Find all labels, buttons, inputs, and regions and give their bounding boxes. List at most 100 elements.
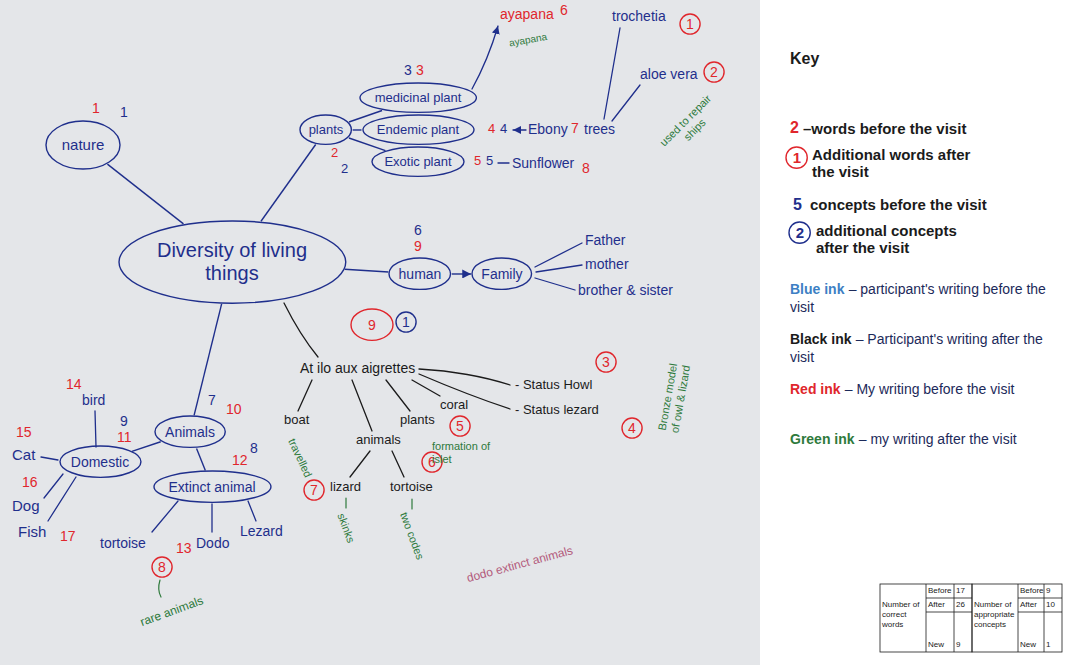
node-text-block: 4	[628, 420, 636, 436]
node-label: Domestic	[71, 454, 129, 470]
callout-number: 2	[331, 146, 338, 161]
node-label: Diversity of living things	[145, 239, 320, 285]
branch-line	[248, 501, 256, 521]
outline-ellipse	[60, 446, 141, 477]
callout-number: 10	[226, 401, 242, 417]
green-ink-lines	[159, 498, 412, 597]
outline-ellipse	[789, 222, 810, 243]
node-label: 1	[793, 149, 801, 166]
concept-ellipse: Domestic	[59, 445, 142, 478]
handwritten-note: skinks	[335, 511, 357, 544]
handwritten-note: tortoise	[390, 480, 433, 495]
key-circled-number: 1	[785, 146, 808, 169]
outline-ellipse	[300, 115, 351, 144]
callout-number: 8	[582, 160, 590, 176]
node-text-block: Extinct animal	[168, 479, 255, 495]
handwritten-note: travelled	[285, 436, 314, 479]
handwritten-note: Dodo	[196, 535, 229, 551]
key-heading: Key	[790, 50, 819, 68]
node-label: nature	[62, 136, 105, 153]
outline-ellipse	[704, 62, 724, 82]
branch-line	[298, 380, 312, 411]
node-text-block: Endemic plant	[377, 123, 459, 138]
circled-number: 2	[703, 61, 725, 83]
table-cell: New	[928, 640, 944, 649]
branch-line	[211, 504, 212, 532]
connector-line	[132, 442, 161, 452]
node-text-block: medicinal plant	[375, 91, 462, 106]
node-label: Exotic plant	[384, 155, 451, 170]
branch-line	[612, 85, 640, 121]
handwritten-note: formation of islet	[432, 440, 496, 465]
connector-line	[197, 448, 206, 470]
table-border	[972, 584, 1062, 652]
table-cell: After	[928, 600, 945, 609]
key-line: Green ink– my writing after the visit	[790, 430, 1058, 448]
ink-name: Black ink	[790, 331, 851, 347]
blue-ink-lines	[41, 26, 640, 532]
node-label: 2	[710, 64, 718, 80]
node-text-block: nature	[62, 136, 105, 153]
branch-line	[41, 457, 58, 460]
node-label: 9	[368, 317, 376, 333]
outline-ellipse	[155, 416, 225, 447]
circled-number: 1	[679, 13, 701, 35]
callout-number: 7	[208, 392, 216, 408]
handwritten-note: At ilo aux aigrettes	[300, 360, 415, 376]
branch-line	[44, 474, 63, 498]
outline-ellipse	[46, 121, 120, 169]
table-cell: 9	[1046, 586, 1050, 595]
handwritten-note: trochetia	[612, 8, 666, 24]
concept-ellipse: Animals	[154, 415, 226, 448]
branch-line	[386, 380, 410, 411]
node-label: 5	[456, 418, 464, 434]
handwritten-note: ayapana	[500, 6, 554, 22]
connector-line	[345, 269, 389, 272]
key-line: Blue ink– participant's writing before t…	[790, 280, 1058, 316]
key-number: 5	[793, 196, 802, 214]
callout-number: 9	[120, 413, 128, 429]
callout-number: 13	[176, 540, 192, 556]
table-cell: After	[1020, 600, 1037, 609]
table-cell: New	[1020, 640, 1036, 649]
ink-meaning: – My writing before the visit	[845, 381, 1015, 397]
concept-ellipse: nature	[45, 120, 121, 170]
arrow-line	[472, 26, 498, 89]
ink-meaning: – my writing after the visit	[859, 431, 1017, 447]
outline-ellipse	[472, 258, 532, 289]
outline-ellipse	[119, 221, 346, 303]
callout-number: 4	[488, 122, 495, 137]
branch-line	[350, 451, 370, 477]
outline-ellipse	[389, 258, 451, 289]
outline-ellipse	[786, 147, 807, 168]
callout-number: 1	[92, 100, 100, 116]
concept-ellipse: medicinal plant	[359, 82, 477, 113]
handwritten-note: boat	[284, 413, 309, 428]
node-label: Family	[481, 266, 522, 282]
circled-number: 1	[395, 311, 417, 333]
outline-ellipse	[154, 471, 271, 502]
circled-number: 7	[303, 479, 325, 501]
node-text-block: 2	[710, 64, 718, 80]
outline-ellipse	[396, 312, 416, 332]
concept-ellipse: Family	[471, 257, 533, 290]
node-text-block: Diversity of living things	[145, 239, 320, 285]
key-panel	[760, 0, 1066, 665]
node-text-block: plants	[309, 123, 344, 138]
node-label: Animals	[165, 424, 215, 440]
branch-line	[392, 451, 404, 477]
node-text-block: human	[399, 266, 442, 282]
connector-line	[261, 144, 316, 221]
circled-number: 9	[350, 308, 394, 341]
node-label: Extinct animal	[168, 479, 255, 495]
handwritten-note: - Status lezard	[515, 403, 599, 418]
callout-number: 6	[560, 2, 568, 18]
key-text: additional concepts after the visit	[816, 222, 986, 257]
branch-line	[412, 380, 440, 396]
node-text-block: 8	[158, 559, 166, 575]
callout-number: 17	[60, 528, 76, 544]
outline-ellipse	[152, 557, 172, 577]
node-label: Endemic plant	[377, 123, 459, 138]
handwritten-note: trees	[584, 121, 615, 137]
